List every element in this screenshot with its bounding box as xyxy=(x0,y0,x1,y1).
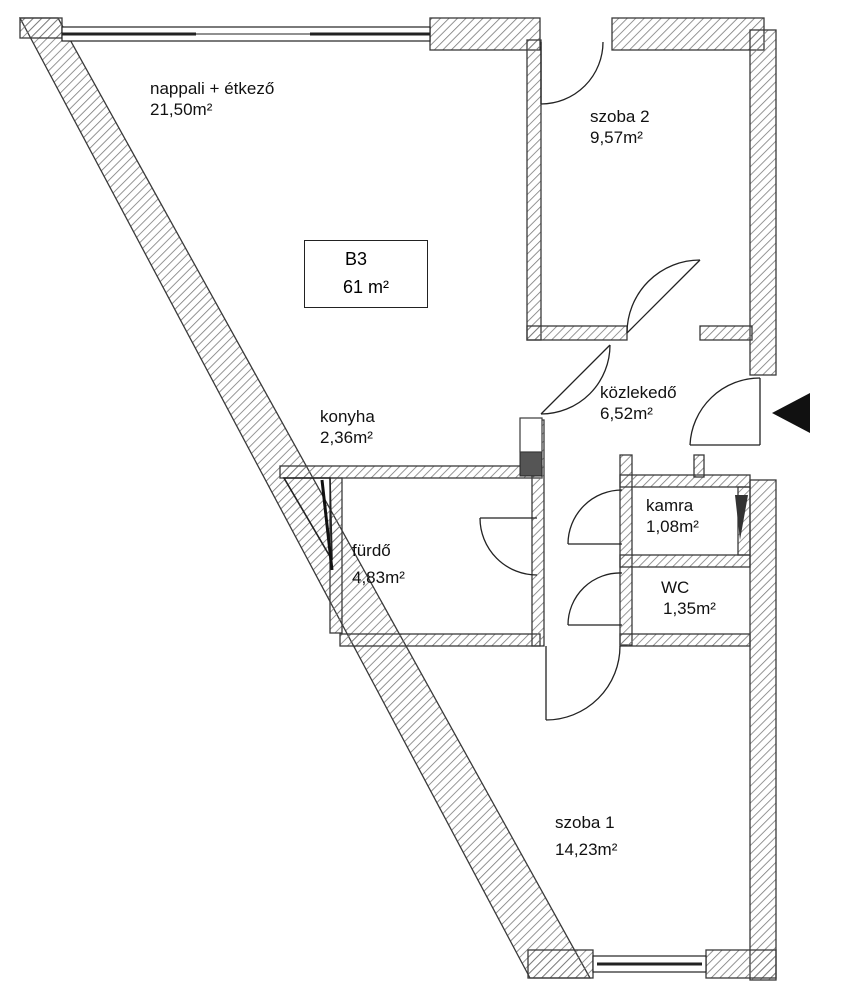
shaft-top xyxy=(519,417,543,453)
room-label-kozlekedo: közlekedő 6,52m² xyxy=(600,382,677,424)
room-label-nappali: nappali + étkező 21,50m² xyxy=(150,78,274,120)
kamra-shelf-mark xyxy=(735,495,748,540)
north-wall-left xyxy=(19,17,63,39)
room-name: szoba 2 xyxy=(590,107,650,126)
partition-szoba2-south-left xyxy=(526,325,628,341)
room-name: közlekedő xyxy=(600,383,677,402)
door-kamra[interactable] xyxy=(567,489,623,545)
partition-kamra-wc xyxy=(619,554,751,568)
apartment-code: B3 xyxy=(345,249,368,269)
room-name: fürdő xyxy=(352,541,391,560)
door-bathroom[interactable] xyxy=(479,517,538,576)
west-diagonal-wall xyxy=(18,17,592,979)
entrance-arrow-icon xyxy=(772,393,810,433)
south-wall-left xyxy=(527,949,594,979)
partition-kamra-north xyxy=(619,474,751,488)
partition-szoba2-west xyxy=(526,39,542,341)
room-area: 1,08m² xyxy=(646,517,699,536)
partition-szoba2-south-right xyxy=(699,325,753,341)
room-name: kamra xyxy=(646,496,694,515)
room-name: WC xyxy=(661,578,690,597)
door-entrance[interactable] xyxy=(689,377,761,446)
door-wc[interactable] xyxy=(567,572,623,626)
room-label-szoba1: szoba 1 14,23m² xyxy=(555,812,617,860)
room-name: nappali + étkező xyxy=(150,79,275,98)
room-area: 4,83m² xyxy=(352,568,405,587)
north-wall-right xyxy=(611,17,765,51)
door-szoba2-entry[interactable] xyxy=(626,259,701,334)
room-label-konyha: konyha 2,36m² xyxy=(320,406,375,448)
room-label-furdo: fürdő 4,83m² xyxy=(352,540,405,588)
door-szoba1[interactable] xyxy=(545,645,621,721)
room-area: 1,35m² xyxy=(663,599,716,618)
room-label-wc: WC 1,35m² xyxy=(661,577,716,619)
door-szoba2[interactable] xyxy=(540,41,604,105)
room-area: 2,36m² xyxy=(320,428,373,447)
partition-bath-south xyxy=(339,633,541,647)
partition-bath-north xyxy=(279,465,543,479)
east-wall-lower xyxy=(749,479,777,981)
partition-stub xyxy=(693,454,705,478)
room-label-kamra: kamra 1,08m² xyxy=(646,495,699,537)
apartment-total-area: 61 m² xyxy=(343,277,390,297)
kitchen-corner-mark xyxy=(282,477,333,561)
room-area: 21,50m² xyxy=(150,100,213,119)
room-area: 9,57m² xyxy=(590,128,643,147)
apartment-badge: B3 61 m² xyxy=(304,240,428,308)
room-label-szoba2: szoba 2 9,57m² xyxy=(590,106,650,148)
south-wall-right xyxy=(705,949,777,979)
room-name: konyha xyxy=(320,407,375,426)
room-area: 6,52m² xyxy=(600,404,653,423)
north-wall-mid xyxy=(429,17,541,51)
room-name: szoba 1 xyxy=(555,813,615,832)
shaft xyxy=(519,451,543,477)
door-living[interactable] xyxy=(540,344,611,415)
room-area: 14,23m² xyxy=(555,840,618,859)
east-wall-upper xyxy=(749,29,777,376)
partition-wc-south xyxy=(619,633,751,647)
